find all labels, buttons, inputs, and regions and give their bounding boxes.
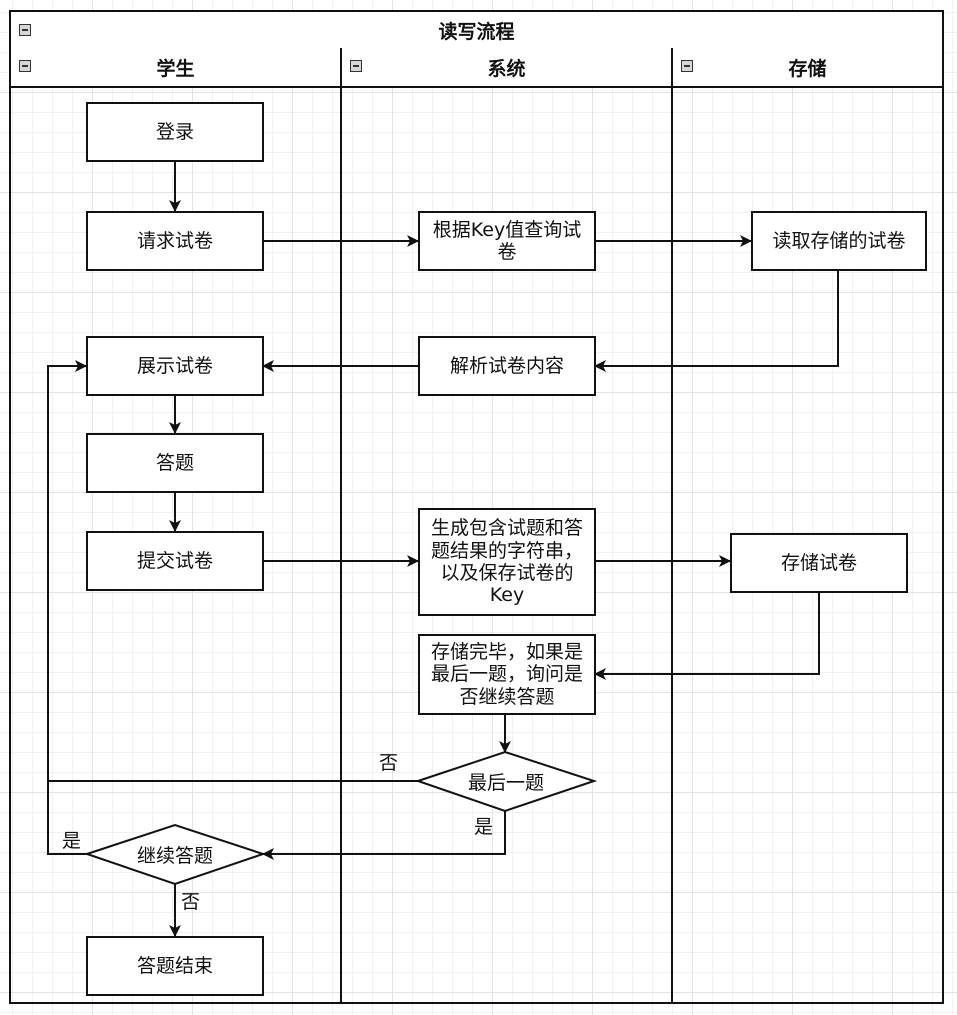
node-answer-end[interactable]: 答题结束 bbox=[86, 936, 264, 996]
edge-continue-yes bbox=[47, 781, 87, 855]
edge-label-yes: 是 bbox=[474, 816, 494, 838]
node-request-paper[interactable]: 请求试卷 bbox=[86, 211, 264, 271]
node-parse-paper[interactable]: 解析试卷内容 bbox=[418, 336, 596, 396]
edge-label-no: 否 bbox=[379, 752, 399, 774]
node-answer[interactable]: 答题 bbox=[86, 433, 264, 493]
decision-is-last bbox=[414, 750, 598, 813]
node-store-paper[interactable]: 存储试卷 bbox=[730, 533, 908, 593]
node-read-stored[interactable]: 读取存储的试卷 bbox=[751, 211, 927, 271]
lane-divider bbox=[340, 48, 342, 1004]
decision-continue-label[interactable]: 继续答题 bbox=[136, 845, 213, 867]
edge-label-yes: 是 bbox=[62, 830, 82, 852]
node-generate-string[interactable]: 生成包含试题和答题结果的字符串，以及保存试卷的Key bbox=[418, 508, 596, 616]
lane-title-student: 学生 bbox=[156, 57, 195, 80]
collapse-icon[interactable] bbox=[19, 60, 31, 72]
pool-title: 读写流程 bbox=[438, 20, 515, 43]
collapse-icon[interactable] bbox=[19, 24, 31, 36]
lane-header-storage: 存储 bbox=[671, 48, 944, 88]
decision-continue bbox=[83, 823, 267, 886]
node-query-by-key[interactable]: 根据Key值查询试卷 bbox=[418, 211, 596, 271]
node-login[interactable]: 登录 bbox=[86, 102, 264, 162]
lane-divider bbox=[671, 48, 673, 1004]
edge-islast-no bbox=[47, 360, 418, 782]
lane-header-system: 系统 bbox=[340, 48, 673, 88]
collapse-icon[interactable] bbox=[350, 60, 362, 72]
node-show-paper[interactable]: 展示试卷 bbox=[86, 336, 264, 396]
node-submit-paper[interactable]: 提交试卷 bbox=[86, 531, 264, 591]
lane-header-student: 学生 bbox=[9, 48, 342, 88]
edge-read-parse bbox=[594, 270, 839, 372]
decision-is-last-label[interactable]: 最后一题 bbox=[467, 772, 544, 794]
lane-title-storage: 存储 bbox=[788, 57, 827, 80]
node-store-done[interactable]: 存储完毕，如果是最后一题，询问是否继续答题 bbox=[418, 634, 596, 715]
edge-islast-yes bbox=[262, 811, 506, 860]
edge-label-no: 否 bbox=[181, 891, 201, 913]
collapse-icon[interactable] bbox=[681, 60, 693, 72]
lane-title-system: 系统 bbox=[487, 57, 526, 80]
edge-store-done bbox=[594, 592, 820, 680]
